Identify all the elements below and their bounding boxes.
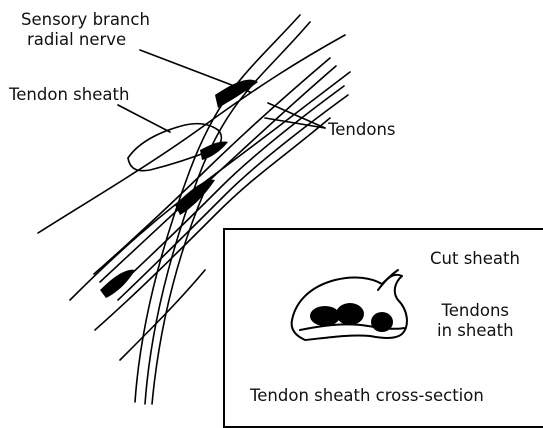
label-tendons-in-sheath: Tendons in sheath — [437, 301, 514, 341]
label-tendons-in-sheath-line2: in sheath — [437, 321, 514, 341]
tendon-section-2 — [336, 303, 364, 325]
label-tendons-in-sheath-line1: Tendons — [437, 301, 514, 321]
cross-section-caption: Tendon sheath cross-section — [250, 386, 484, 406]
label-cut-sheath: Cut sheath — [430, 249, 520, 269]
tendon-section-1 — [310, 306, 340, 326]
tendon-section-3 — [371, 312, 393, 332]
cross-section-illustration — [0, 0, 543, 416]
tendon-sheath-diagram: Sensory branch radial nerve Tendon sheat… — [0, 0, 543, 416]
